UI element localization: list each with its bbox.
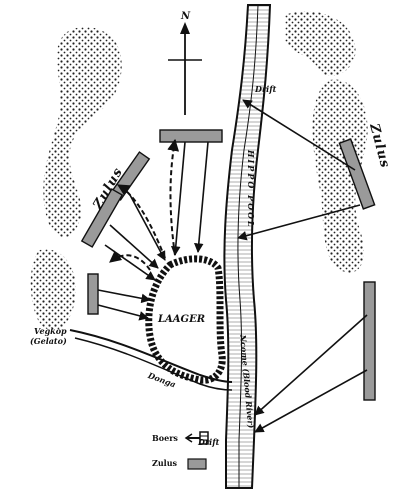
- hill-left: [30, 27, 122, 331]
- zulu-regiment: [338, 138, 376, 210]
- north-label: N: [180, 11, 191, 22]
- river: [223, 4, 272, 489]
- zulus-symbol: [187, 458, 207, 470]
- laager: [145, 255, 226, 384]
- legend: Boers Zulus: [152, 431, 209, 470]
- zulu-regiment: [363, 281, 376, 401]
- zulu-regiment: [87, 273, 99, 315]
- legend-boers-label: Boers: [152, 433, 178, 443]
- compass: N: [168, 11, 202, 115]
- gelato-label: (Gelato): [30, 336, 67, 346]
- hill-right: [285, 11, 368, 273]
- boers-symbol: [184, 431, 209, 445]
- zulu-regiment: [159, 129, 223, 143]
- boer-sorties: [109, 138, 180, 271]
- legend-zulus-label: Zulus: [152, 458, 178, 468]
- zulus-right-label: Zulus: [366, 121, 393, 170]
- attack-arrows: [97, 99, 368, 433]
- laager-label: LAAGER: [157, 314, 205, 325]
- hippo-pool-label: HIPPO POOL: [246, 149, 256, 229]
- zulu-regiments: [80, 129, 376, 401]
- drift-top-label: Drift: [254, 84, 277, 94]
- vegkop-label: Vegkop: [34, 326, 67, 336]
